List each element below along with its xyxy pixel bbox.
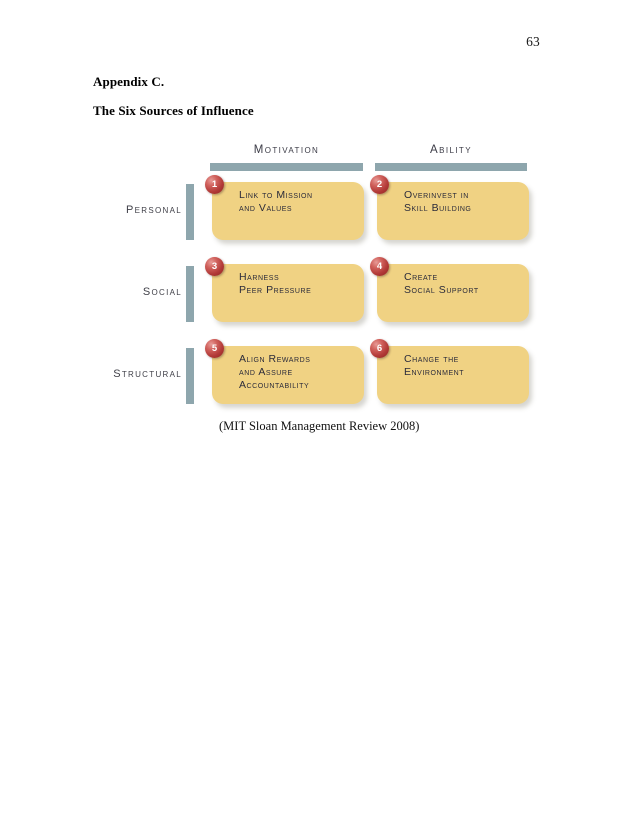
- source-card-3[interactable]: 3 Harness Peer Pressure: [205, 257, 364, 322]
- diagram-row-social: Social 3 Harness Peer Pressure 4 Create …: [0, 257, 638, 322]
- source-number-badge-4: 4: [370, 257, 389, 276]
- source-number-badge-1: 1: [205, 175, 224, 194]
- source-card-label-1: Link to Mission and Values: [239, 189, 313, 214]
- source-number-badge-5: 5: [205, 339, 224, 358]
- row-rule-personal: [186, 184, 194, 240]
- source-card-6[interactable]: 6 Change the Environment: [370, 339, 529, 404]
- column-rule-ability: [375, 163, 527, 171]
- source-card-5[interactable]: 5 Align Rewards and Assure Accountabilit…: [205, 339, 364, 404]
- row-label-social: Social: [142, 286, 182, 298]
- source-number-badge-6: 6: [370, 339, 389, 358]
- source-number-badge-2: 2: [370, 175, 389, 194]
- source-card-1[interactable]: 1 Link to Mission and Values: [205, 175, 364, 240]
- diagram-row-personal: Personal 1 Link to Mission and Values 2 …: [0, 175, 638, 240]
- source-card-label-5: Align Rewards and Assure Accountability: [239, 353, 311, 391]
- source-card-label-3: Harness Peer Pressure: [239, 271, 312, 296]
- source-card-label-2: Overinvest in Skill Building: [404, 189, 472, 214]
- column-header-motivation: Motivation: [253, 144, 320, 156]
- page-number: 63: [526, 34, 540, 49]
- source-card-2[interactable]: 2 Overinvest in Skill Building: [370, 175, 529, 240]
- row-label-personal: Personal: [126, 204, 182, 216]
- source-card-label-4: Create Social Support: [404, 271, 479, 296]
- row-rule-social: [186, 266, 194, 322]
- page-title: The Six Sources of Influence: [93, 103, 254, 118]
- source-number-badge-3: 3: [205, 257, 224, 276]
- source-card-4[interactable]: 4 Create Social Support: [370, 257, 529, 322]
- column-header-ability: Ability: [430, 144, 472, 156]
- source-card-label-6: Change the Environment: [404, 353, 465, 378]
- diagram-row-structural: Structural 5 Align Rewards and Assure Ac…: [0, 339, 638, 404]
- six-sources-diagram: Motivation Ability Personal 1 Link to Mi…: [0, 136, 638, 436]
- row-label-structural: Structural: [113, 368, 182, 380]
- appendix-heading: Appendix C.: [93, 74, 165, 89]
- column-rule-motivation: [210, 163, 363, 171]
- row-rule-structural: [186, 348, 194, 404]
- figure-caption: (MIT Sloan Management Review 2008): [219, 419, 420, 433]
